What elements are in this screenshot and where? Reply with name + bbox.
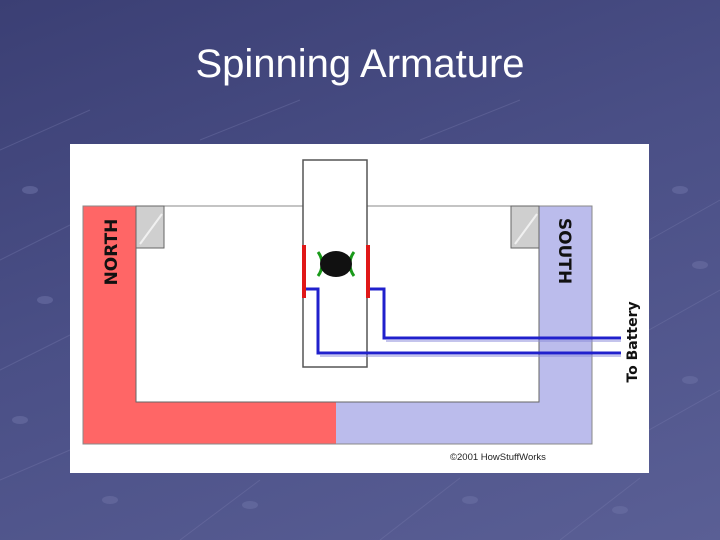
magnet-inner-outline bbox=[135, 206, 540, 403]
slide-title: Spinning Armature bbox=[195, 42, 525, 86]
right-brush bbox=[366, 245, 370, 298]
south-label: SOUTH bbox=[554, 218, 574, 284]
battery-label: To Battery bbox=[625, 301, 641, 382]
copyright-text: ©2001 HowStuffWorks bbox=[450, 452, 546, 463]
north-pole-tip bbox=[135, 205, 165, 249]
north-pole-magnet bbox=[83, 206, 336, 444]
armature-diagram: NORTH SOUTH To Battery ©2001 HowStuffWor… bbox=[70, 144, 649, 473]
north-pole-tip-shade bbox=[139, 213, 163, 245]
wire-right bbox=[370, 287, 621, 340]
south-pole-tip-shade bbox=[514, 213, 538, 245]
armature-core bbox=[320, 251, 352, 277]
wire-left bbox=[306, 287, 621, 355]
south-pole-magnet bbox=[336, 206, 592, 444]
diagram-canvas: NORTH SOUTH To Battery ©2001 HowStuffWor… bbox=[82, 159, 641, 463]
north-label: NORTH bbox=[102, 219, 122, 286]
south-pole-tip bbox=[510, 205, 540, 249]
left-brush bbox=[302, 245, 306, 298]
